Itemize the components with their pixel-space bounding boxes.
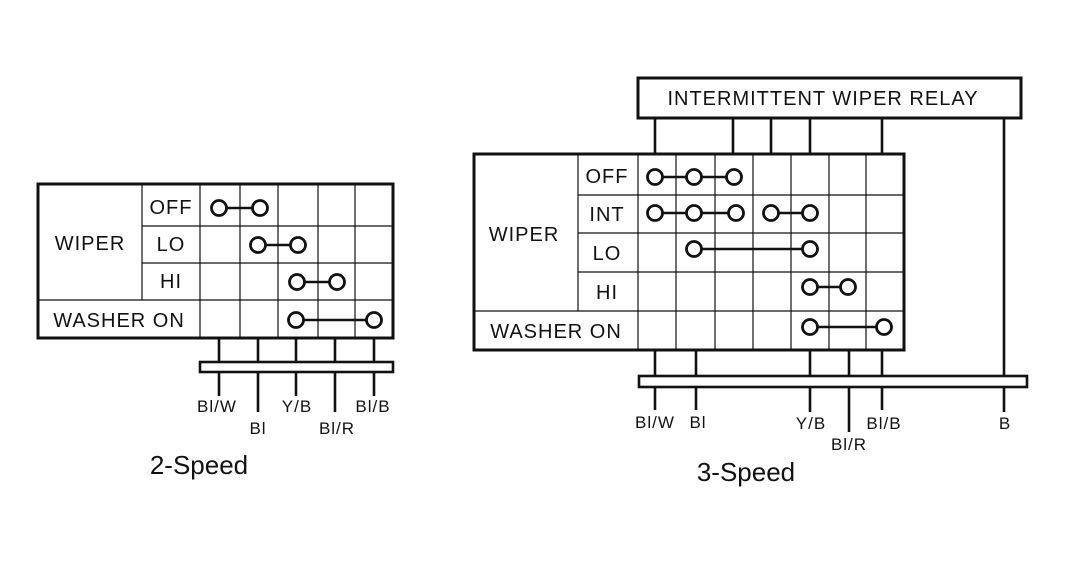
relay-label: INTERMITTENT WIPER RELAY (667, 88, 978, 110)
two-speed-wiper-label: WIPER (55, 233, 126, 255)
two-speed-washer-contacts (287, 311, 383, 329)
two-speed-hi-contacts (288, 273, 346, 291)
two-speed-washer-label: WASHER ON (53, 310, 185, 332)
two-speed-wire-bl-r: Bl/R (319, 419, 355, 438)
two-speed-wire-bl-b: Bl/B (355, 397, 390, 416)
three-speed-int-contacts (646, 204, 819, 222)
two-speed-row-lo: LO (157, 234, 186, 256)
three-speed-row-int: INT (589, 204, 624, 226)
three-speed-washer-label: WASHER ON (490, 321, 622, 343)
three-speed-wire-b: B (999, 414, 1011, 433)
three-speed-connector (637, 350, 1029, 432)
two-speed-row-off: OFF (150, 197, 193, 219)
three-speed-table-outline (472, 152, 906, 352)
three-speed-wire-bl-b: Bl/B (866, 414, 901, 433)
three-speed-wiper-label: WIPER (489, 224, 560, 246)
two-speed-wire-y-b: Y/B (282, 397, 312, 416)
three-speed-row-hi: HI (596, 282, 618, 304)
three-speed-wire-bl: Bl (689, 413, 706, 432)
three-speed-lo-contacts (685, 240, 819, 258)
three-speed-row-off: OFF (586, 166, 629, 188)
three-speed-washer-contacts (801, 318, 893, 336)
three-speed-wire-bl-r: Bl/R (831, 435, 867, 454)
three-speed-switch: INTERMITTENT WIPER RELAY WIPER OFF INT L… (472, 76, 1029, 487)
two-speed-table-outline (36, 182, 395, 340)
three-speed-off-contacts (646, 168, 743, 186)
three-speed-wire-y-b: Y/B (796, 414, 826, 433)
three-speed-caption: 3-Speed (697, 457, 795, 487)
two-speed-caption: 2-Speed (150, 450, 248, 480)
intermittent-wiper-relay (636, 76, 1023, 120)
three-speed-wire-bl-w: Bl/W (635, 413, 675, 432)
two-speed-row-hi: HI (160, 271, 182, 293)
two-speed-wire-bl-w: Bl/W (197, 397, 237, 416)
two-speed-connector (198, 338, 395, 412)
three-speed-hi-contacts (801, 278, 857, 296)
two-speed-switch: WIPER OFF LO HI WASHER ON (36, 182, 395, 480)
three-speed-row-lo: LO (593, 243, 622, 265)
two-speed-off-contacts (210, 199, 269, 217)
two-speed-lo-contacts (249, 236, 307, 254)
two-speed-wire-bl: Bl (249, 419, 266, 438)
